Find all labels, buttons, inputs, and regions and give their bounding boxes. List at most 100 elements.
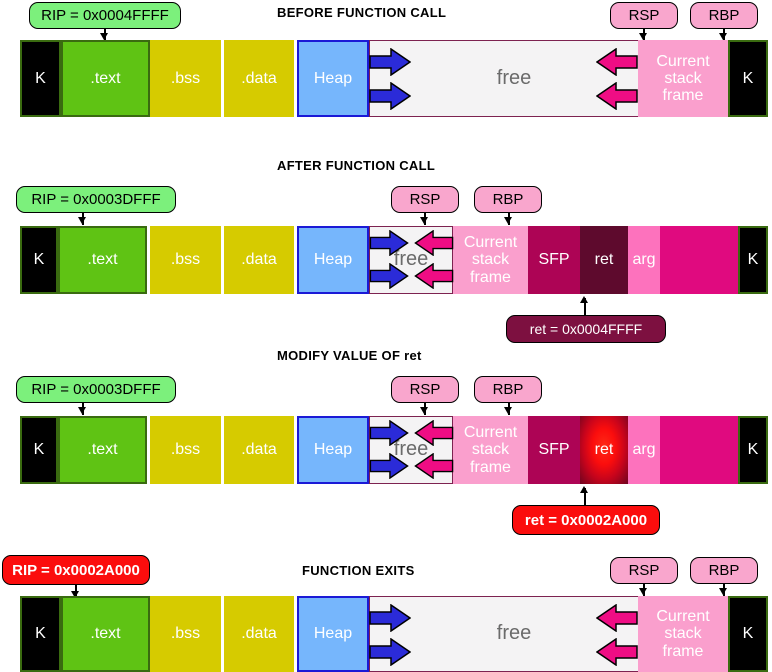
rsp-callout-modify: RSP [391,376,459,403]
rip-leader-arrowhead-before [100,33,108,40]
segment-kernel-left-label: K [35,69,46,87]
segment-current-stack-frame: Current stack frame [638,596,728,672]
segment-kernel-right: K [738,226,768,294]
stack-grow-arrow-upper [596,604,638,632]
segment-kernel-left: K [20,40,61,117]
ret-value-callout-modify: ret = 0x0002A000 [512,505,660,535]
memory-bar-before: K .text .bss .data Heap free Current sta… [20,40,768,117]
segment-text-label: .text [87,251,118,269]
segment-current-stack-frame: Current stack frame [453,416,528,484]
memory-bar-after: K .text .bss .data Heap free Current sta… [20,226,768,294]
segment-stack-rest [660,226,738,294]
rbp-leader-arrowhead-before [719,33,727,40]
frame-label-line3: frame [470,268,511,286]
stack-grow-arrow-upper [414,230,454,256]
segment-heap: Heap [297,226,369,294]
heap-grow-arrow-lower [369,638,411,666]
segment-kernel-left-label: K [33,251,45,269]
heap-grow-arrow-upper [369,48,411,76]
rsp-leader-arrowhead-modify [420,407,428,414]
segment-current-stack-frame: Current stack frame [453,226,528,294]
rip-callout-exits: RIP = 0x0002A000 [2,555,150,585]
segment-data-label: .data [241,625,277,643]
ret-leader-arrowhead-after [580,296,588,303]
ret-value-callout-after: ret = 0x0004FFFF [506,315,666,343]
segment-text-label: .text [87,441,118,459]
segment-bss-label: .bss [170,251,201,269]
segment-heap: Heap [297,596,369,672]
segment-sfp: SFP [528,226,580,294]
memory-bar-modify: K .text .bss .data Heap free Current sta… [20,416,768,484]
ret-leader-line-after [584,298,586,316]
segment-text: .text [61,40,150,117]
rip-callout-after: RIP = 0x0003DFFF [16,186,176,213]
frame-label-line1: Current [463,424,518,442]
segment-free-label: free [496,66,532,89]
rsp-leader-arrowhead-after [420,217,428,224]
segment-kernel-right-label: K [747,441,759,459]
segment-text-label: .text [90,69,121,87]
heap-grow-arrow-lower [369,453,409,479]
segment-text: .text [58,416,147,484]
segment-sfp-label: SFP [538,251,570,269]
segment-kernel-right: K [738,416,768,484]
segment-ret: ret [580,226,628,294]
segment-heap: Heap [297,40,369,117]
section-title-before: BEFORE FUNCTION CALL [277,5,447,20]
frame-label-line2: stack [664,625,702,643]
segment-data-label: .data [241,441,277,459]
segment-kernel-left: K [20,226,58,294]
stack-grow-arrow-upper [596,48,638,76]
rsp-callout-exits: RSP [610,557,678,584]
segment-data-label: .data [241,69,277,87]
frame-label-line2: stack [471,251,510,269]
segment-bss-label: .bss [170,625,201,643]
stack-grow-arrow-lower [414,263,454,289]
rip-callout-modify: RIP = 0x0003DFFF [16,376,176,403]
rip-callout-before: RIP = 0x0004FFFF [29,2,181,29]
segment-ret-label: ret [594,251,614,269]
stack-grow-arrow-lower [596,82,638,110]
frame-label-line1: Current [463,234,518,252]
frame-label-line3: frame [662,87,704,105]
segment-kernel-left-label: K [33,441,45,459]
frame-label-line3: frame [470,458,511,476]
segment-text-label: .text [90,625,121,643]
segment-kernel-left-label: K [35,625,46,643]
segment-kernel-right-label: K [742,69,754,87]
segment-heap-label: Heap [313,625,353,643]
heap-grow-arrow-upper [369,230,409,256]
rbp-callout-after: RBP [474,186,542,213]
rbp-callout-exits: RBP [690,557,758,584]
segment-bss-label: .bss [170,441,201,459]
ret-leader-arrowhead-modify [580,486,588,493]
stack-grow-arrow-upper [414,420,454,446]
segment-sfp-label: SFP [538,441,570,459]
rip-leader-arrowhead-exits [71,591,79,598]
segment-bss: .bss [150,226,221,294]
segment-stack-rest [660,416,738,484]
segment-kernel-right-label: K [742,625,754,643]
rbp-callout-before: RBP [690,2,758,29]
rsp-callout-after: RSP [391,186,459,213]
segment-data: .data [224,416,294,484]
rip-leader-arrowhead-modify [78,407,86,414]
heap-grow-arrow-upper [369,420,409,446]
rbp-callout-modify: RBP [474,376,542,403]
memory-bar-exits: K .text .bss .data Heap free Current sta… [20,596,768,672]
segment-arg: arg [628,226,660,294]
segment-text: .text [61,596,150,672]
frame-label-line2: stack [664,69,702,87]
heap-grow-arrow-upper [369,604,411,632]
rip-leader-arrowhead-after [78,217,86,224]
section-title-modify: MODIFY VALUE OF ret [277,348,422,363]
segment-kernel-right-label: K [747,251,759,269]
stack-grow-arrow-lower [596,638,638,666]
segment-heap-label: Heap [313,69,353,87]
segment-ret-label: ret [594,441,614,459]
frame-label-line1: Current [656,608,710,626]
frame-label-line3: frame [662,642,704,660]
segment-bss: .bss [150,40,221,117]
segment-kernel-right: K [728,596,768,672]
segment-kernel-right: K [728,40,768,117]
